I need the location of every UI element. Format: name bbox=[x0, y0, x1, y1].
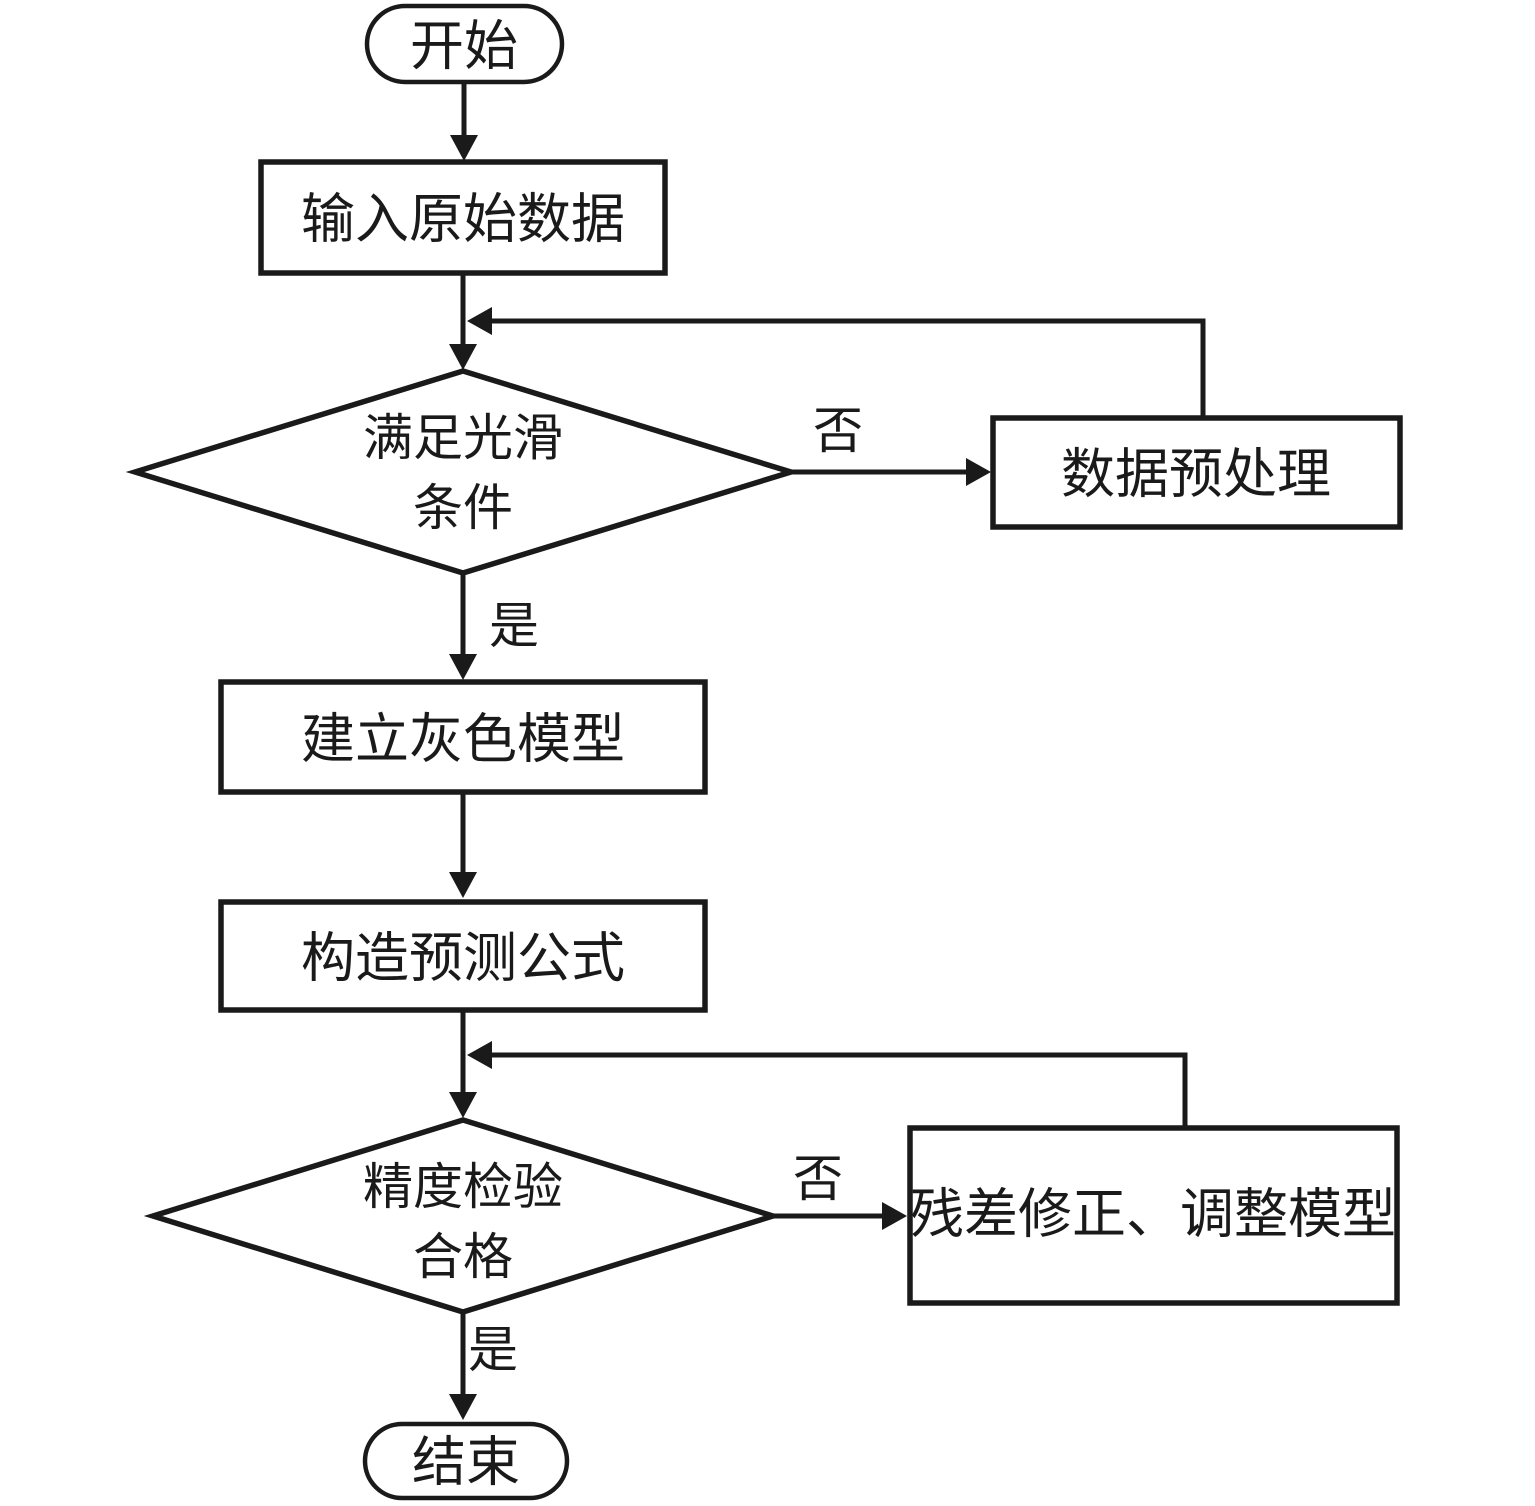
edge-labels: 否 是 否 是 bbox=[468, 402, 863, 1379]
arrowhead-decision2-yes bbox=[449, 1394, 477, 1420]
decision-precision-line2: 合格 bbox=[413, 1228, 513, 1286]
label-decision1-no: 否 bbox=[813, 402, 863, 460]
decision-precision-line1: 精度检验 bbox=[363, 1158, 563, 1216]
process-preprocess-label: 数据预处理 bbox=[1061, 443, 1331, 506]
arrowhead-preprocess-feedback bbox=[467, 307, 492, 335]
label-decision1-yes: 是 bbox=[489, 597, 539, 655]
arrowhead-start-to-input bbox=[450, 135, 478, 161]
node-input-raw-data: 输入原始数据 bbox=[258, 159, 668, 276]
edge-preprocess-feedback bbox=[492, 318, 1206, 418]
node-build-grey-model: 建立灰色模型 bbox=[218, 679, 708, 795]
decision-smooth-shape bbox=[125, 368, 801, 576]
node-residual-correction: 残差修正、调整模型 bbox=[907, 1125, 1400, 1306]
process-input-shape bbox=[258, 159, 668, 276]
arrowhead-into-decision1 bbox=[449, 344, 477, 370]
process-residual-label: 残差修正、调整模型 bbox=[910, 1183, 1396, 1246]
process-formula-label: 构造预测公式 bbox=[301, 927, 625, 990]
node-start: 开始 bbox=[364, 3, 565, 85]
arrowhead-model-to-formula bbox=[449, 872, 477, 898]
node-construct-formula: 构造预测公式 bbox=[218, 899, 708, 1013]
process-preprocess-shape bbox=[990, 415, 1403, 530]
terminator-start-shape bbox=[364, 3, 565, 85]
arrowhead-into-decision2 bbox=[449, 1092, 477, 1118]
decision-smooth-line1: 满足光滑 bbox=[363, 409, 563, 467]
label-decision2-no: 否 bbox=[793, 1150, 843, 1208]
terminator-start-label: 开始 bbox=[410, 15, 518, 78]
edge-residual-feedback bbox=[492, 1052, 1188, 1128]
decision-smooth-line2: 条件 bbox=[413, 479, 513, 537]
arrowhead-decision1-no bbox=[966, 458, 991, 486]
node-smooth-condition: 满足光滑 条件 bbox=[125, 368, 801, 576]
edges bbox=[449, 82, 1206, 1420]
decision-precision-shape bbox=[143, 1117, 783, 1315]
terminator-end-label: 结束 bbox=[412, 1431, 520, 1494]
process-input-label: 输入原始数据 bbox=[301, 188, 625, 251]
arrowhead-decision1-yes bbox=[449, 654, 477, 680]
process-model-shape bbox=[218, 679, 708, 795]
arrowhead-residual-feedback bbox=[467, 1041, 492, 1069]
node-data-preprocess: 数据预处理 bbox=[990, 415, 1403, 530]
node-precision-check: 精度检验 合格 bbox=[143, 1117, 783, 1315]
terminator-end-shape bbox=[362, 1421, 570, 1501]
process-formula-shape bbox=[218, 899, 708, 1013]
process-residual-shape bbox=[907, 1125, 1400, 1306]
arrowhead-decision2-no bbox=[882, 1202, 907, 1230]
label-decision2-yes: 是 bbox=[468, 1321, 518, 1379]
process-model-label: 建立灰色模型 bbox=[301, 708, 625, 771]
node-end: 结束 bbox=[362, 1421, 570, 1501]
